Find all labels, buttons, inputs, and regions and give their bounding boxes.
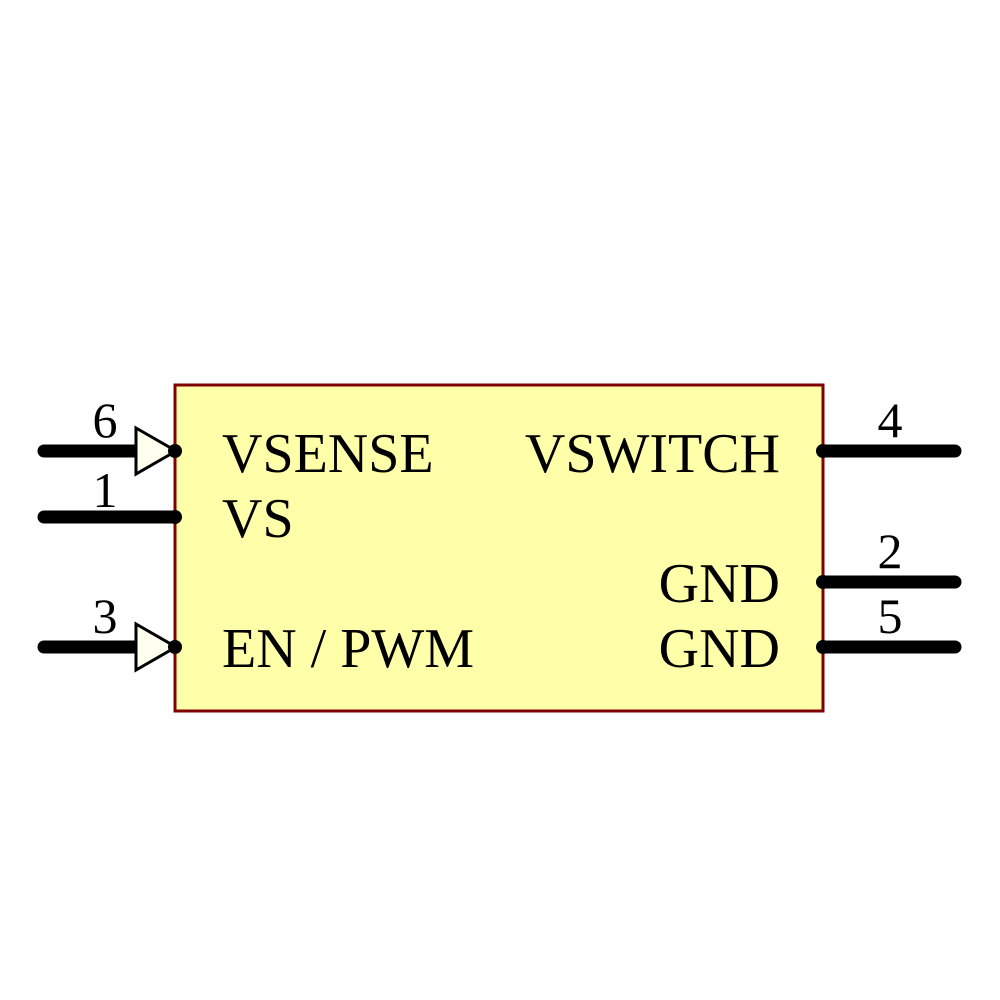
pin-1-connection-dot bbox=[168, 510, 182, 524]
pin-label-gnd-5: GND bbox=[658, 618, 780, 680]
pin-number-5: 5 bbox=[877, 588, 903, 644]
pin-2-group[interactable] bbox=[816, 575, 962, 589]
pin-label-vswitch: VSWITCH bbox=[524, 423, 780, 485]
pin-label-en-pwm: EN / PWM bbox=[222, 618, 474, 680]
pin-3-input-arrow-icon bbox=[134, 621, 180, 673]
pin-number-6: 6 bbox=[92, 392, 118, 448]
pin-label-vsense: VSENSE bbox=[222, 423, 434, 485]
pin-6-connection-dot bbox=[168, 444, 182, 458]
pin-6-input-arrow-icon bbox=[134, 425, 180, 477]
pin-5-connection-dot bbox=[816, 640, 830, 654]
pin-6-group[interactable] bbox=[37, 425, 182, 477]
pin-2-connection-dot bbox=[816, 575, 830, 589]
pin-1-group[interactable] bbox=[37, 510, 182, 524]
pin-5-group[interactable] bbox=[816, 640, 962, 654]
pin-4-connection-dot bbox=[816, 444, 830, 458]
pin-4-group[interactable] bbox=[816, 444, 962, 458]
pin-3-connection-dot bbox=[168, 640, 182, 654]
component-body[interactable] bbox=[173, 383, 825, 713]
pin-number-3: 3 bbox=[92, 588, 118, 644]
pin-label-vs: VS bbox=[222, 488, 294, 550]
pin-3-group[interactable] bbox=[37, 621, 182, 673]
pin-number-2: 2 bbox=[877, 523, 903, 579]
pin-number-4: 4 bbox=[877, 392, 903, 448]
pin-label-gnd-2: GND bbox=[658, 553, 780, 615]
pin-number-1: 1 bbox=[92, 462, 118, 518]
